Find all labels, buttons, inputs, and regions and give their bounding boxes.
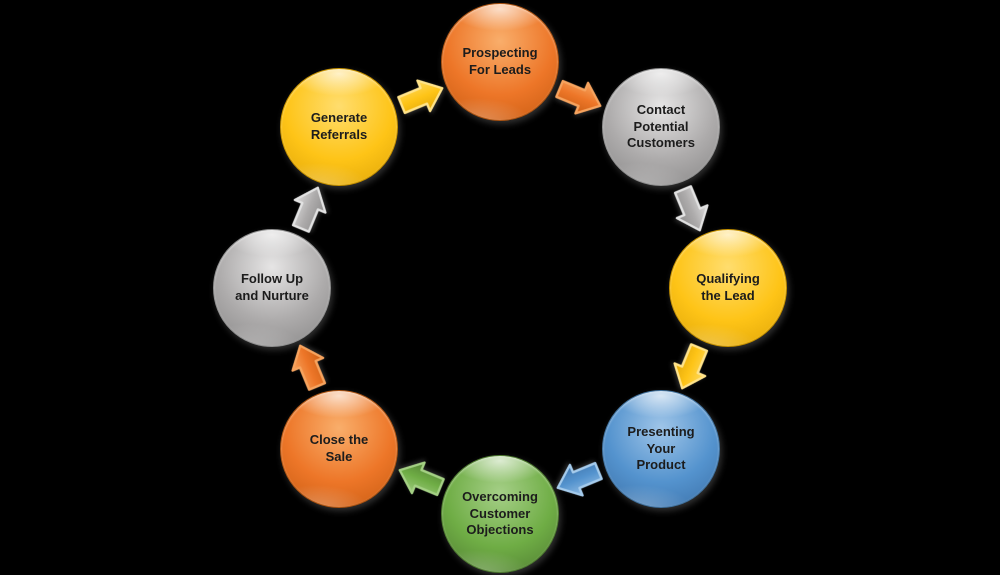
- step-circle-generate-referrals: Generate Referrals: [280, 68, 398, 186]
- arrow-generate-referrals-to-prospecting: [389, 67, 454, 128]
- step-label-presenting-your-product: Presenting Your Product: [627, 423, 695, 473]
- block-arrow-icon: [555, 79, 602, 115]
- block-arrow-icon: [673, 185, 709, 232]
- arrow-overcoming-to-close: [389, 449, 454, 510]
- block-arrow-icon: [673, 343, 709, 390]
- step-circle-prospecting-for-leads: Prospecting For Leads: [441, 3, 559, 121]
- step-label-contact-potential-customers: Contact Potential Customers: [627, 101, 695, 151]
- step-label-close-the-sale: Close the Sale: [309, 432, 369, 464]
- step-circle-qualifying-the-lead: Qualifying the Lead: [669, 229, 787, 347]
- step-label-overcoming-customer-objections: Overcoming Customer Objections: [462, 488, 538, 538]
- step-label-generate-referrals: Generate Referrals: [310, 110, 368, 142]
- step-circle-follow-up-and-nurture: Follow Up and Nurture: [213, 229, 331, 347]
- arrow-qualifying-to-presenting: [661, 335, 722, 400]
- step-label-qualifying-the-lead: Qualifying the Lead: [696, 271, 760, 303]
- arrow-close-to-follow-up: [279, 335, 340, 400]
- arrow-contact-to-qualifying: [661, 177, 722, 242]
- step-circle-close-the-sale: Close the Sale: [280, 390, 398, 508]
- arrow-presenting-to-overcoming: [547, 449, 612, 510]
- block-arrow-icon: [398, 461, 445, 497]
- arrow-prospecting-to-contact: [547, 67, 612, 128]
- step-circle-presenting-your-product: Presenting Your Product: [602, 390, 720, 508]
- step-circle-contact-potential-customers: Contact Potential Customers: [602, 68, 720, 186]
- block-arrow-icon: [291, 186, 327, 233]
- block-arrow-icon: [556, 461, 603, 497]
- arrow-follow-up-to-generate-referrals: [279, 177, 340, 242]
- block-arrow-icon: [291, 344, 327, 391]
- step-label-follow-up-and-nurture: Follow Up and Nurture: [235, 271, 309, 303]
- step-label-prospecting-for-leads: Prospecting For Leads: [462, 45, 538, 77]
- block-arrow-icon: [397, 79, 444, 115]
- step-circle-overcoming-customer-objections: Overcoming Customer Objections: [441, 455, 559, 573]
